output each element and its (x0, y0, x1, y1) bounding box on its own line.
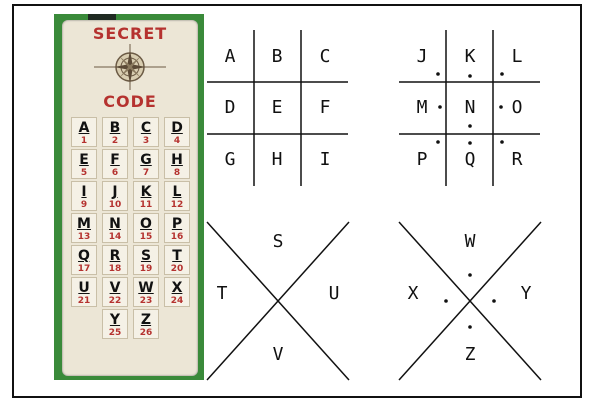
pigpen-letter-x: X (403, 283, 423, 304)
pigpen-letter-z: Z (460, 344, 480, 365)
pigpen-letter-e: E (267, 97, 287, 118)
pigpen-letter-m: M (412, 97, 432, 118)
pigpen-letter-n: N (460, 97, 480, 118)
pigpen-letter-b: B (267, 46, 287, 67)
pigpen-letter-v: V (268, 344, 288, 365)
pigpen-letter-y: Y (516, 283, 536, 304)
pigpen-letter-r: R (507, 149, 527, 170)
pigpen-letter-q: Q (460, 149, 480, 170)
pigpen-letter-f: F (315, 97, 335, 118)
pigpen-letter-d: D (220, 97, 240, 118)
pigpen-letter-a: A (220, 46, 240, 67)
pigpen-letter-k: K (460, 46, 480, 67)
pigpen-letter-g: G (220, 149, 240, 170)
pigpen-letter-s: S (268, 231, 288, 252)
pigpen-letter-p: P (412, 149, 432, 170)
pigpen-letter-u: U (324, 283, 344, 304)
pigpen-letter-h: H (267, 149, 287, 170)
pigpen-letter-w: W (460, 231, 480, 252)
pigpen-letter-i: I (315, 149, 335, 170)
pigpen-letter-j: J (412, 46, 432, 67)
pigpen-letter-c: C (315, 46, 335, 67)
pigpen-letter-t: T (212, 283, 232, 304)
pigpen-letter-l: L (507, 46, 527, 67)
pigpen-letter-o: O (507, 97, 527, 118)
